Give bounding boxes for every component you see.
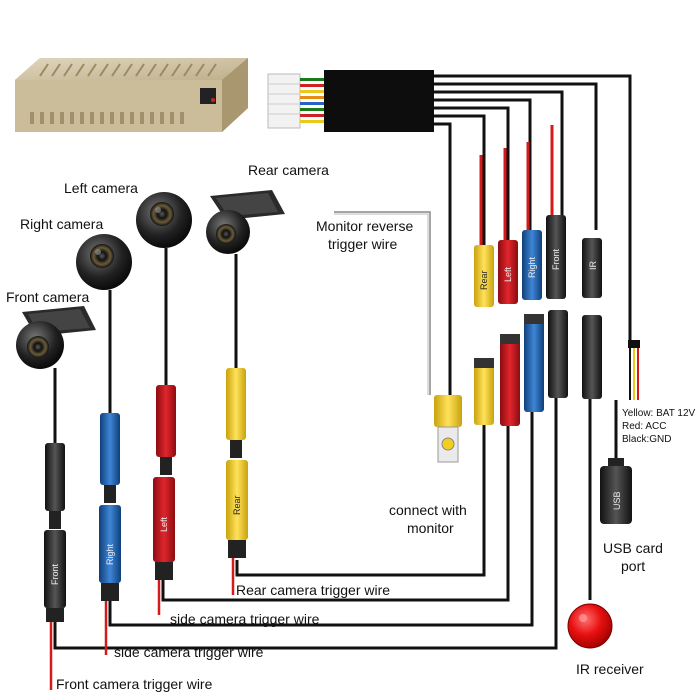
monitor-reverse-label-line1: Monitor reverse [316,218,414,234]
camera-connector-right: Right [99,505,121,601]
connector-rear-harness: Rear [474,245,494,307]
connector-right-label: Right [527,256,537,278]
camera-connector-right-label: Right [105,543,115,565]
connect-monitor-label-line1: connect with [389,502,467,518]
connector-front-harness: Front [546,215,566,299]
power-note-yellow: Yellow: BAT 12V [622,408,696,419]
side-trigger-label-2: side camera trigger wire [114,644,264,660]
connector-front-label: Front [551,248,561,270]
left-camera-label: Left camera [64,180,138,196]
connector-left-label: Left [503,266,513,282]
camera-connectors-upper [45,368,246,529]
right-camera-label: Right camera [20,216,104,232]
camera-trigger-ends [49,555,235,690]
monitor-reverse-trigger-wire [334,211,431,395]
usb-connector-label: USB [612,491,622,510]
main-cables [434,74,632,395]
camera-connector-front-label: Front [50,563,60,585]
front-camera [16,306,96,445]
monitor-reverse-trigger-wire-inner [334,213,429,395]
usb-label-line1: USB card [603,540,663,556]
ir-receiver [567,603,613,649]
rear-trigger-label: Rear camera trigger wire [236,582,391,598]
front-trigger-label: Front camera trigger wire [56,676,213,692]
camera-connector-left: Left [153,477,175,580]
power-note-black: Black:GND [622,434,672,445]
trigger-tails [479,125,554,245]
left-camera [136,192,192,385]
rear-camera-label: Rear camera [248,162,329,178]
rca-connector [434,395,462,463]
connector-rear-label: Rear [479,270,489,290]
rear-camera [206,190,285,370]
connector-right-harness: Right [522,230,542,300]
connect-monitor-label-line2: monitor [407,520,454,536]
connector-ir-harness: IR [582,238,602,298]
usb-label-line2: port [621,558,646,574]
monitor-reverse-label-line2: trigger wire [328,236,398,252]
camera-connector-rear-label: Rear [232,495,242,515]
side-trigger-label-1: side camera trigger wire [170,611,320,627]
mating-connectors [474,310,602,426]
power-note-red: Red: ACC [622,421,667,432]
ir-receiver-label: IR receiver [576,661,644,677]
connector-ir-label: IR [588,260,598,270]
camera-connector-rear: Rear [226,460,248,558]
camera-connector-front: Front [44,530,66,622]
camera-connector-left-label: Left [159,516,169,532]
trigger-wire-routes [53,398,592,650]
right-camera [76,234,132,415]
front-camera-label: Front camera [6,289,90,305]
usb-port: USB [600,400,632,524]
harness-connector [267,70,434,132]
connector-left-harness: Left [498,240,518,304]
control-box [15,58,248,132]
power-wires [628,340,640,400]
